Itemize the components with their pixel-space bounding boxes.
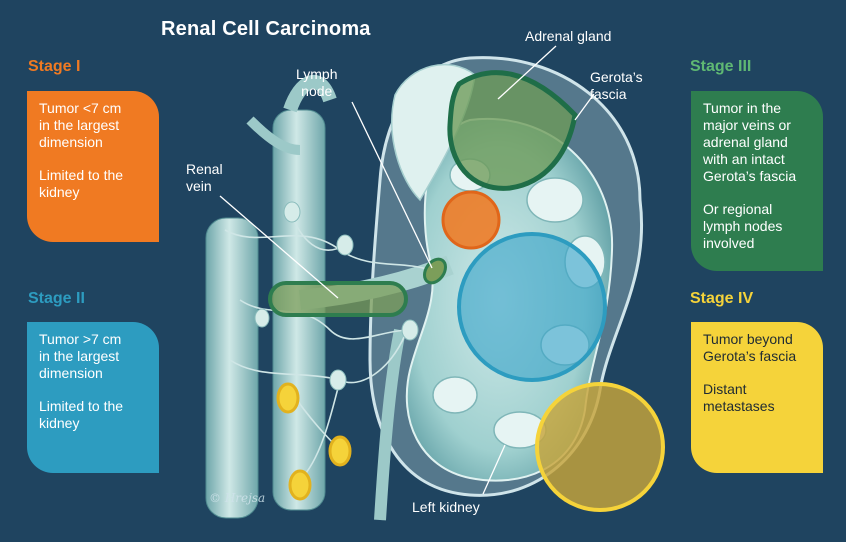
metastatic-lymph-nodes	[276, 382, 352, 501]
page-title: Renal Cell Carcinoma	[161, 18, 371, 40]
stage1-box: Tumor <7 cm in the largest dimension Lim…	[27, 91, 159, 242]
label-adrenal-gland: Adrenal gland	[525, 28, 612, 44]
stage1-text-2: Limited to the kidney	[39, 167, 124, 200]
stage3-heading: Stage III	[690, 58, 752, 75]
stage2-tumor	[457, 232, 607, 382]
label-gerotas-fascia: Gerota’s fascia	[590, 69, 643, 102]
stage4-box: Tumor beyond Gerota’s fascia Distant met…	[691, 322, 823, 473]
leader-lines	[219, 45, 595, 495]
renal-vein-tumor	[268, 281, 408, 317]
artist-signature: © Hrejsa	[209, 491, 266, 505]
involved-lymph-node	[423, 257, 447, 285]
upper-vessel	[283, 74, 337, 113]
stage4-heading: Stage IV	[690, 290, 754, 307]
stage2-heading: Stage II	[28, 290, 85, 307]
stage3-text-1: Tumor in the major veins or adrenal glan…	[703, 100, 797, 184]
stage3-text-2: Or regional lymph nodes involved	[703, 201, 783, 251]
aorta	[205, 217, 259, 519]
stage3-box: Tumor in the major veins or adrenal glan…	[691, 91, 823, 271]
label-left-kidney: Left kidney	[412, 499, 480, 515]
stage4-text-1: Tumor beyond Gerota’s fascia	[703, 331, 797, 364]
stage1-text-1: Tumor <7 cm in the largest dimension	[39, 100, 122, 150]
normal-lymph-nodes	[254, 201, 419, 391]
ureter	[374, 328, 406, 521]
branch-vessel	[246, 116, 301, 155]
label-lymph-node: Lymph node	[296, 66, 338, 99]
stage4-text-2: Distant metastases	[703, 381, 775, 414]
stage1-heading: Stage I	[28, 58, 81, 75]
stage2-box: Tumor >7 cm in the largest dimension Lim…	[27, 322, 159, 473]
stage2-text-1: Tumor >7 cm in the largest dimension	[39, 331, 122, 381]
stage2-text-2: Limited to the kidney	[39, 398, 124, 431]
adrenal-gland-tumor	[447, 70, 578, 191]
label-renal-vein: Renal vein	[186, 161, 223, 194]
stage4-tumor	[535, 382, 665, 512]
stage1-tumor	[441, 190, 501, 250]
